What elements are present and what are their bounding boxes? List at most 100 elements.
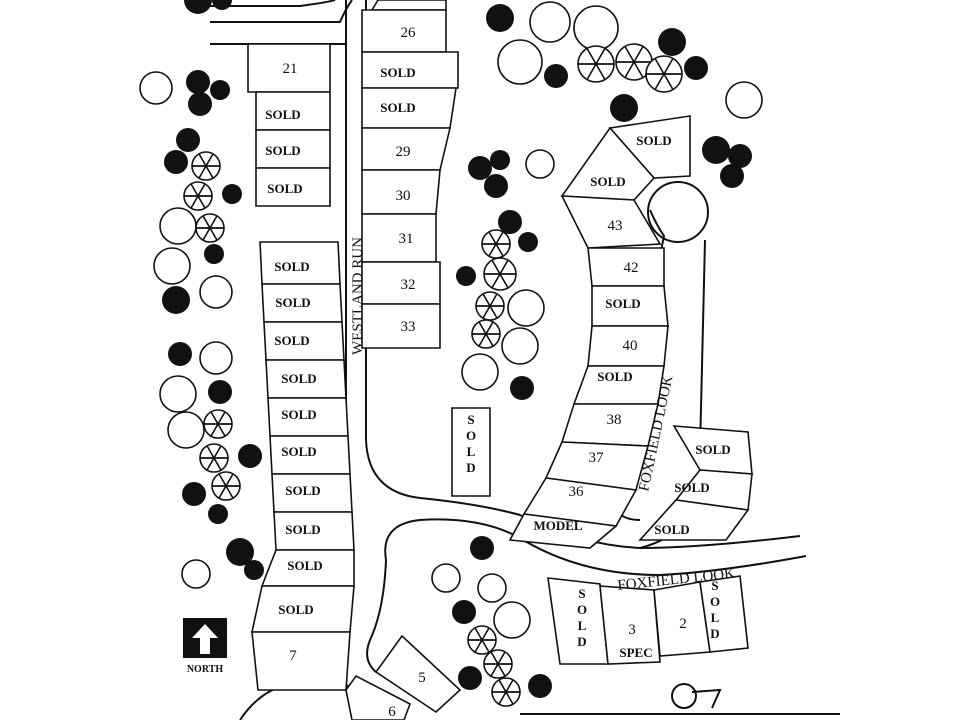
tree-icon (208, 504, 228, 524)
tree-icon (470, 536, 494, 560)
lot-layer: 26SOLDSOLD293031323321SOLDSOLDSOLDSOLDSO… (247, 0, 753, 720)
tree-icon (168, 342, 192, 366)
tree-icon (507, 289, 545, 327)
north-arrow-icon (192, 624, 218, 654)
lot-label-lb3: 3 (628, 622, 636, 638)
tree-icon (184, 0, 212, 14)
tree-icon (528, 674, 552, 698)
tree-spoke (586, 48, 606, 80)
tree-icon (199, 341, 233, 375)
tree-icon (182, 482, 206, 506)
north-arrow: NORTH (183, 618, 227, 675)
tree-icon (702, 136, 730, 164)
tree-icon (222, 184, 242, 204)
tree-icon (486, 4, 514, 32)
lot-label-l30: 30 (396, 188, 411, 204)
lot-label-char: L (467, 444, 476, 459)
tree-icon (210, 80, 230, 100)
lot-lb3[interactable] (599, 585, 661, 665)
tree-icon (458, 666, 482, 690)
tree-spoke (190, 183, 206, 209)
tree-icon (497, 39, 543, 85)
tree-icon (226, 538, 254, 566)
tree-icon (159, 207, 197, 245)
tree-icon (244, 560, 264, 580)
tree-icon (728, 144, 752, 168)
tree-icon (204, 244, 224, 264)
tree-icon (529, 1, 571, 43)
tree-icon (493, 601, 531, 639)
lot-label-char: O (466, 428, 476, 443)
tree-icon (153, 247, 191, 285)
tree-spoke (474, 627, 490, 653)
lot-lb1[interactable] (699, 575, 749, 653)
lot-label-l39: SOLD (597, 369, 632, 384)
lot-label-l9: SOLD (287, 558, 322, 573)
lot-l43[interactable] (560, 195, 662, 249)
lot-label-char: O (577, 602, 587, 617)
lot-label-l15: SOLD (274, 333, 309, 348)
tree-icon (484, 174, 508, 198)
tree-icon (162, 286, 190, 314)
lot-label-l17: SOLD (274, 259, 309, 274)
lot-label-l5: 5 (418, 670, 426, 686)
lot-label-l10: SOLD (285, 522, 320, 537)
lot-label-l7: 7 (289, 648, 297, 664)
lot-l18[interactable] (255, 167, 331, 207)
lot-label-l28: SOLD (380, 100, 415, 115)
lot-label-l27: SOLD (380, 65, 415, 80)
lot-label-char: S (467, 412, 474, 427)
tree-icon (159, 375, 197, 413)
tree-icon (452, 600, 476, 624)
lot-label-l43: 43 (608, 218, 623, 234)
lot-label-l13: SOLD (281, 407, 316, 422)
lot-label-l18: SOLD (267, 181, 302, 196)
lot-l34[interactable] (451, 407, 491, 497)
lot-label-lb3s: SPEC (619, 645, 652, 660)
tree-spoke (488, 231, 504, 257)
lot-l27[interactable] (361, 51, 459, 89)
tree-layer (139, 0, 763, 707)
lot-l33[interactable] (361, 303, 441, 349)
lot-l7[interactable] (251, 631, 351, 691)
lot-l5[interactable] (374, 634, 462, 714)
lot-label-l40: 40 (623, 338, 638, 354)
tree-spoke (654, 58, 674, 90)
lot-label-l38: 38 (607, 412, 622, 428)
north-label: NORTH (187, 664, 224, 675)
road-edge (384, 518, 807, 577)
tree-icon (501, 327, 539, 365)
tree-icon (518, 232, 538, 252)
tree-spoke (482, 293, 498, 319)
lot-label-le1: SOLD (695, 442, 730, 457)
lot-label-l37: 37 (589, 450, 605, 466)
logo-circle (671, 683, 697, 709)
tree-icon (525, 149, 555, 179)
road-edge (366, 559, 387, 673)
lot-label-l35: MODEL (533, 518, 582, 533)
lot-l35[interactable] (508, 513, 618, 549)
lot-label-l16: SOLD (275, 295, 310, 310)
cul-de-sac (647, 181, 709, 243)
tree-spoke (624, 46, 644, 78)
lot-le3[interactable] (638, 499, 750, 541)
lot-label-char: D (710, 626, 719, 641)
lot-label-l6: 6 (388, 704, 396, 720)
lot-label-char: D (466, 460, 475, 475)
lot-label-char: S (578, 586, 585, 601)
road-edge (365, 0, 521, 516)
lot-l6[interactable] (345, 674, 411, 720)
tree-icon (212, 0, 232, 10)
lot-hl-top[interactable] (370, 0, 447, 11)
lot-label-char: L (578, 618, 587, 633)
lot-label-l41: SOLD (605, 296, 640, 311)
tree-icon (167, 411, 205, 449)
tree-spoke (202, 215, 218, 241)
tree-icon (164, 150, 188, 174)
lot-label-l42: 42 (624, 260, 639, 276)
lot-label-l36: 36 (569, 484, 585, 500)
tree-icon (456, 266, 476, 286)
lot-label-l33: 33 (401, 319, 416, 335)
road-edge (210, 0, 353, 23)
